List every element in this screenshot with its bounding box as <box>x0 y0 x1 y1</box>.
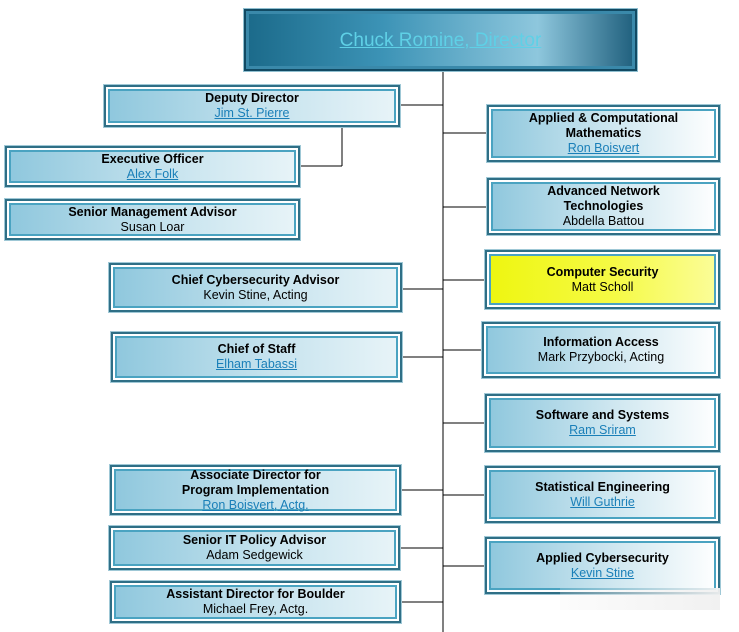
box-title: Software and Systems <box>535 408 670 422</box>
deputy-director-box: Deputy Director Jim St. Pierre <box>104 85 400 127</box>
box-title: Senior IT Policy Advisor <box>182 533 327 547</box>
box-name-link[interactable]: Will Guthrie <box>570 494 635 509</box>
box-name: Susan Loar <box>120 219 185 234</box>
box-name-link[interactable]: Alex Folk <box>126 166 179 181</box>
box-name: Kevin Stine, Acting <box>203 287 308 302</box>
director-box: Chuck Romine, Director <box>244 9 637 71</box>
executive-officer-box: Executive Officer Alex Folk <box>5 146 300 187</box>
box-title: Applied & Computational Mathematics <box>528 111 679 140</box>
box-name-link[interactable]: Kevin Stine <box>570 565 635 580</box>
box-name-link[interactable]: Ron Boisvert <box>567 141 640 155</box>
box-title: Advanced Network Technologies <box>547 184 660 213</box>
box-name-link[interactable]: Elham Tabassi <box>215 357 298 371</box>
box-title: Chief Cybersecurity Advisor <box>171 272 340 287</box>
box-name: Matt Scholl <box>571 279 634 294</box>
box-title: Statistical Engineering <box>535 479 670 494</box>
software-and-systems-box: Software and Systems Ram Sriram <box>485 394 720 452</box>
box-name: Mark Przybocki, Acting <box>537 350 665 364</box>
computer-security-box: Computer Security Matt Scholl <box>485 250 720 309</box>
senior-management-advisor-box: Senior Management Advisor Susan Loar <box>5 199 300 240</box>
box-name-link[interactable]: Jim St. Pierre <box>214 106 290 120</box>
box-name: Michael Frey, Actg. <box>202 602 309 616</box>
chief-of-staff-box: Chief of Staff Elham Tabassi <box>111 332 402 382</box>
applied-computational-math-box: Applied & Computational Mathematics Ron … <box>487 105 720 162</box>
senior-it-policy-advisor-box: Senior IT Policy Advisor Adam Sedgewick <box>109 526 400 570</box>
box-title: Assistant Director for Boulder <box>166 587 345 601</box>
advanced-network-technologies-box: Advanced Network Technologies Abdella Ba… <box>487 178 720 235</box>
box-title: Information Access <box>543 335 659 349</box>
statistical-engineering-box: Statistical Engineering Will Guthrie <box>485 466 720 523</box>
box-title: Chief of Staff <box>217 342 296 356</box>
applied-cybersecurity-box: Applied Cybersecurity Kevin Stine <box>485 537 720 594</box>
box-title: Applied Cybersecurity <box>536 550 669 565</box>
box-name-link[interactable]: Ram Sriram <box>569 423 636 437</box>
associate-director-box: Associate Director for Program Implement… <box>110 465 401 515</box>
box-name-link[interactable]: Ron Boisvert, Actg. <box>202 497 309 512</box>
box-title: Associate Director for Program Implement… <box>181 467 330 497</box>
box-title: Deputy Director <box>205 91 299 105</box>
box-name: Abdella Battou <box>562 214 645 228</box>
chief-cybersecurity-advisor-box: Chief Cybersecurity Advisor Kevin Stine,… <box>109 263 402 312</box>
assistant-director-boulder-box: Assistant Director for Boulder Michael F… <box>110 581 401 623</box>
director-name-link[interactable]: Chuck Romine, Director <box>339 29 542 51</box>
box-title: Computer Security <box>546 264 659 279</box>
watermark-overlay <box>560 588 720 610</box>
information-access-box: Information Access Mark Przybocki, Actin… <box>482 322 720 378</box>
box-title: Executive Officer <box>101 151 204 166</box>
box-title: Senior Management Advisor <box>68 204 237 219</box>
box-name: Adam Sedgewick <box>206 548 303 562</box>
